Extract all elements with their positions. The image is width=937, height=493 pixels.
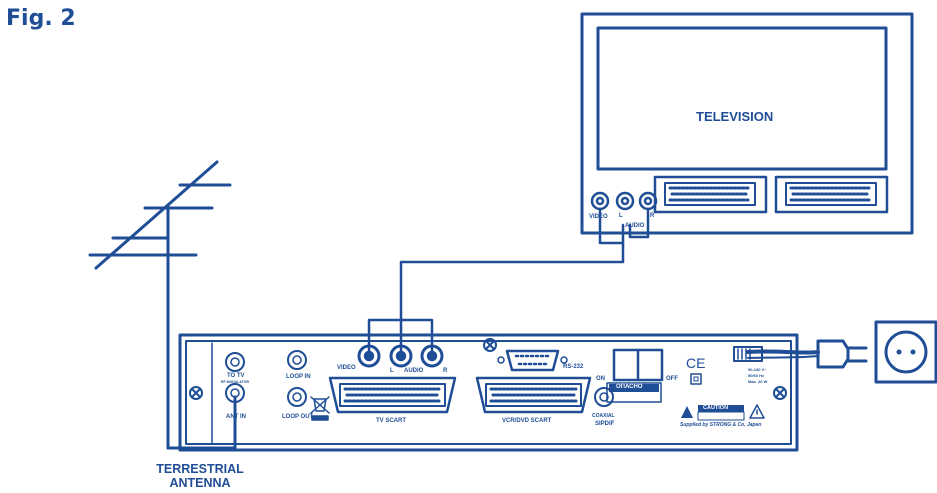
tv-video-jack (590, 191, 610, 211)
rs232-label: RS-232 (563, 364, 584, 370)
caution-label (681, 404, 765, 421)
loop-out-label: LOOP OUT (282, 414, 314, 420)
rx-audio-left-jack (389, 344, 413, 368)
power-rating-2: 50/60 Hz (748, 373, 765, 378)
tv-audio-right-jack (638, 191, 658, 211)
ce-mark: CE (686, 355, 706, 371)
power-cable (746, 339, 868, 369)
loop-in-label: LOOP IN (286, 374, 311, 380)
screw-top (483, 338, 497, 352)
to-tv-sub-label: RF MODULATOR (221, 380, 250, 384)
supplied-by-text: Supplied by STRONG & Co, Japan (680, 422, 762, 428)
vcr-scart-label: VCR/DVD SCART (502, 418, 552, 424)
switch-off-label: OFF (666, 376, 678, 382)
tv-scart-label: TV SCART (376, 418, 406, 424)
rx-audio-right-jack (420, 344, 444, 368)
rx-audio-label: AUDIO (404, 368, 424, 374)
tv-left-label: L (619, 213, 623, 219)
weee-bin-icon (310, 396, 330, 421)
loop-out-port (287, 387, 307, 407)
receiver (178, 333, 799, 452)
tv-video-label: VIDEO (589, 214, 608, 220)
power-inlet (733, 346, 763, 362)
tv-scart-port-1 (653, 175, 768, 214)
ant-in-label: ANT IN (226, 414, 246, 420)
rs232-port (497, 349, 568, 372)
coaxial-spdif-port (594, 387, 614, 407)
to-tv-port (225, 352, 245, 372)
to-tv-label: TO TV (227, 373, 245, 379)
television-label: TELEVISION (696, 109, 774, 124)
rx-vcr-scart-port (475, 376, 592, 414)
spdif-label: SIPDIF (595, 421, 615, 427)
rx-video-jack (357, 344, 381, 368)
tv-scart-port-2 (774, 175, 889, 214)
wall-socket (874, 320, 937, 384)
rx-tv-scart-port (328, 376, 457, 414)
rx-left-label: L (390, 368, 394, 374)
antenna-label-line2: ANTENNA (169, 476, 231, 490)
tv-audio-left-jack (615, 191, 635, 211)
warning-cyrillic-label: ОПАСНО (616, 384, 643, 390)
power-plug (816, 339, 850, 369)
tv-right-label: R (650, 213, 655, 219)
antenna-label-line1: TERRESTRIAL (156, 462, 244, 476)
figure-label: Fig. 2 (6, 6, 76, 31)
tv-audio-label: AUDIO (625, 223, 645, 229)
warning-label-box (606, 382, 662, 403)
rx-right-label: R (443, 368, 448, 374)
ant-in-port (225, 383, 245, 403)
terrestrial-antenna (88, 160, 237, 450)
screw-right (773, 386, 787, 400)
switch-on-label: ON (596, 376, 605, 382)
rx-video-label: VIDEO (337, 365, 356, 371)
screw-left (189, 386, 203, 400)
loop-in-port (287, 350, 307, 370)
coaxial-label: COAXIAL (592, 413, 615, 419)
caution-text: CAUTION (703, 405, 729, 411)
power-rating-3: Max. 20 W (748, 379, 768, 384)
class-ii-icon (690, 373, 702, 385)
power-rating-1: 90-240 V~ (748, 367, 767, 372)
av-cable (367, 207, 650, 358)
television (580, 12, 914, 235)
power-switch (612, 348, 664, 382)
